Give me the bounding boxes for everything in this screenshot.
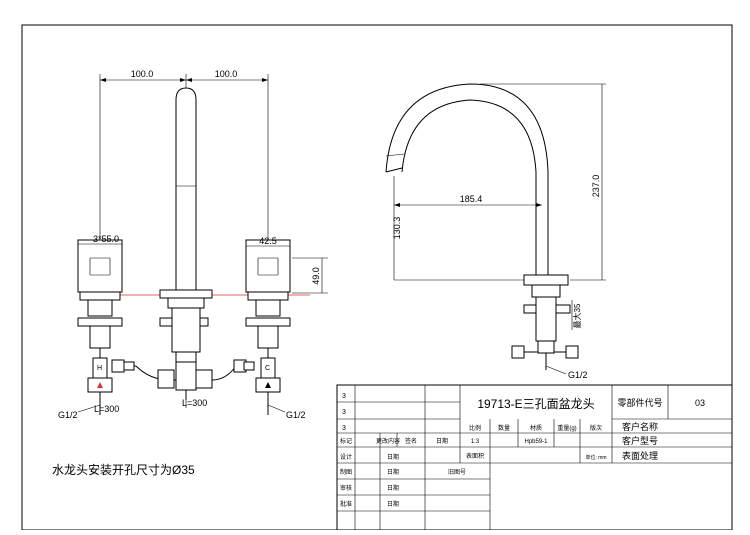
- dim-spread-right: 100.0: [215, 69, 238, 79]
- customer-model-label: 客户型号: [622, 435, 658, 446]
- product-title: 19713-E三孔面盆龙头: [477, 397, 594, 411]
- left-valve-shank: [89, 325, 111, 349]
- dim-handle-depth: 42.5: [259, 236, 277, 246]
- value-cell: 1:3: [471, 439, 480, 445]
- arrowhead: [394, 203, 400, 207]
- dim-deck-max: 最大35: [572, 303, 582, 328]
- arrow-up-icon: [97, 382, 103, 388]
- side-thread-label: G1/2: [568, 370, 588, 380]
- sign-role: 审核: [340, 484, 352, 492]
- arrowhead: [536, 203, 542, 207]
- left-valve-nut: [77, 317, 123, 327]
- dim-spout-reach: 185.4: [460, 194, 483, 204]
- side-spout-base: [523, 274, 569, 286]
- hose-label-left: L=300: [94, 404, 119, 414]
- side-view: 237.0 185.4 130.3 最大35 G1/2: [385, 83, 606, 380]
- sign-role: 批准: [340, 500, 352, 508]
- aerator-line: [385, 153, 405, 157]
- mark-cell: 更改内容: [376, 437, 400, 445]
- leader-line: [545, 365, 567, 375]
- leader-line: [267, 404, 286, 413]
- mid-nut-right: [195, 369, 213, 389]
- header-cell: 重量(g): [557, 424, 576, 432]
- mid-nut-left: [157, 369, 175, 389]
- spout-base: [159, 289, 213, 299]
- spout-body: [175, 87, 197, 290]
- arrowhead: [186, 78, 192, 82]
- arrowhead: [100, 78, 106, 82]
- left-valve-flange: [87, 299, 113, 317]
- nut: [123, 361, 135, 371]
- part-code-value: 03: [695, 398, 705, 408]
- part-code-label: 零部件代号: [617, 397, 662, 408]
- header-cell: 材质: [530, 424, 542, 432]
- spout-arc-inner: [401, 99, 537, 275]
- right-valve-nut: [245, 317, 291, 327]
- left-handle: [77, 239, 123, 293]
- hose: [211, 365, 237, 381]
- elbow: [111, 359, 125, 373]
- tolerance-label: 表面积: [466, 452, 484, 460]
- cold-mark: C: [265, 365, 270, 372]
- side-spout-flange: [531, 284, 561, 298]
- spout-arc-outer: [385, 83, 549, 275]
- arrow-up-icon: [265, 382, 271, 388]
- sign-date: 日期: [387, 453, 399, 461]
- dim-outlet-height: 130.3: [392, 217, 402, 240]
- dim-handle-height: 49.0: [311, 267, 321, 285]
- rev-row: 3: [342, 409, 346, 416]
- left-valve-base: [79, 291, 121, 301]
- right-valve-flange: [255, 299, 281, 317]
- installation-note: 水龙头安装开孔尺寸为Ø35: [52, 462, 195, 477]
- header-cell: 比例: [469, 424, 481, 432]
- arrowhead: [262, 78, 268, 82]
- mark-cell: 标记: [340, 437, 352, 445]
- drawing-no-label: 旧图号: [448, 469, 466, 476]
- header-cell: 版次: [590, 424, 602, 432]
- right-valve-shank: [257, 325, 279, 349]
- sign-date: 日期: [387, 484, 399, 492]
- dim-spread-left: 100.0: [131, 69, 154, 79]
- spout-flange: [167, 297, 205, 309]
- hose-label-middle: L=300: [182, 398, 207, 408]
- rev-row: 3: [342, 393, 346, 400]
- hot-mark: H: [97, 365, 102, 372]
- dim-handle-width: 3*55.0: [93, 234, 119, 244]
- nut: [243, 361, 255, 371]
- dim-spout-height: 237.0: [591, 175, 601, 198]
- side-nut-left: [511, 345, 525, 359]
- outlet-tip: [385, 167, 403, 173]
- leader-line: [77, 404, 101, 413]
- side-spout-shank: [535, 296, 557, 342]
- header-cell: 数量: [498, 424, 510, 432]
- rev-row: 3: [342, 425, 346, 432]
- side-connector: [537, 340, 555, 354]
- value-cell: Hpb59-1: [524, 439, 548, 445]
- customer-name-label: 客户名称: [622, 421, 658, 432]
- title-block: 3 3 3 19713-E三孔面盆龙头 零部件代号 03 客户名称 客户型号 表…: [336, 384, 733, 531]
- mixer-body: [175, 361, 197, 391]
- front-view: 100.0 100.0 3*55.0 42.5: [58, 69, 328, 420]
- sign-role: 设计: [340, 453, 352, 461]
- spout-tee: [175, 351, 197, 363]
- thread-label-right: G1/2: [286, 410, 306, 420]
- unit-label: 单位: mm: [585, 454, 606, 461]
- sign-date: 日期: [387, 468, 399, 476]
- thread-label-left: G1/2: [58, 410, 78, 420]
- surface-label: 表面处理: [622, 450, 658, 461]
- sign-role: 制图: [340, 468, 352, 476]
- side-nut-right: [565, 345, 579, 359]
- sign-date: 日期: [387, 500, 399, 508]
- spout-shank: [171, 307, 201, 353]
- right-handle: [245, 239, 291, 293]
- right-valve-base: [247, 291, 289, 301]
- arrowhead: [180, 78, 186, 82]
- mark-cell: 日期: [436, 437, 448, 445]
- mark-cell: 签名: [405, 437, 417, 445]
